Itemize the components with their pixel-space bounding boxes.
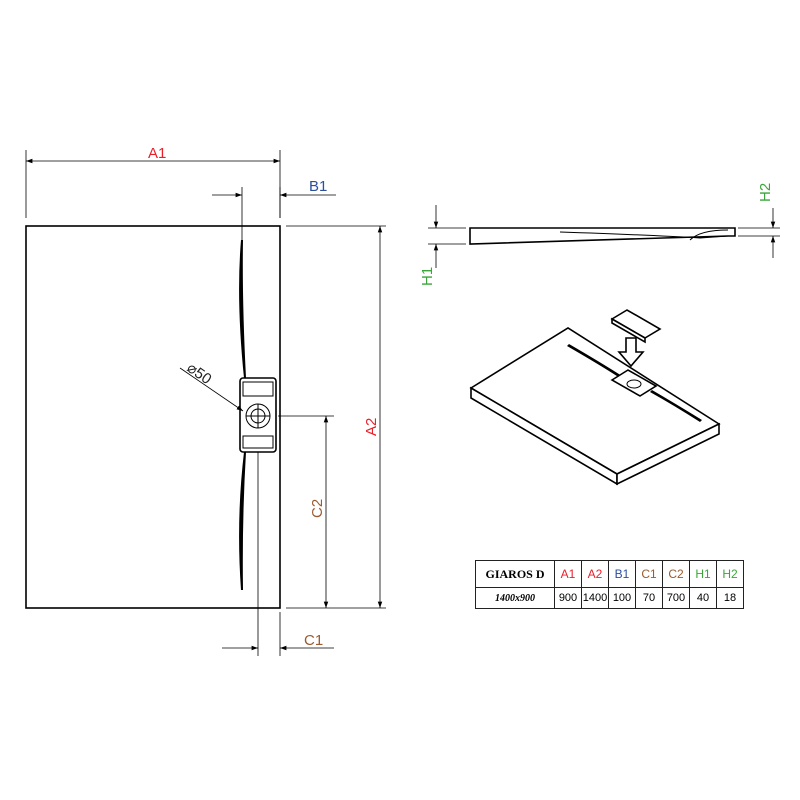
label-h2: H2 <box>757 183 774 202</box>
table-header-c1: C1 <box>635 560 663 588</box>
drain-leader <box>179 367 244 412</box>
arrow-down-icon <box>617 337 645 368</box>
label-a1: A1 <box>148 145 166 162</box>
table-header-row: GIAROS D A1 A2 B1 C1 C2 H1 H2 <box>475 560 744 588</box>
table-header-a2: A2 <box>581 560 609 588</box>
table-header-a1: A1 <box>554 560 582 588</box>
table-cell-a1: 900 <box>554 587 582 609</box>
label-c1: C1 <box>304 632 323 649</box>
top-view: A1 B1 A2 C2 C1 ⌀50 <box>25 145 386 656</box>
table-size: 1400x900 <box>475 587 555 609</box>
label-c2: C2 <box>309 499 326 518</box>
iso-channel <box>567 344 622 378</box>
tray-profile <box>469 227 736 245</box>
drain-channel-lower <box>239 452 246 590</box>
iso-right-face <box>616 422 720 486</box>
label-b1: B1 <box>309 178 327 195</box>
profile-drain <box>689 229 729 241</box>
table-cell-c1: 70 <box>635 587 663 609</box>
table-cell-c2: 700 <box>662 587 690 609</box>
label-h1: H1 <box>419 267 436 286</box>
isometric-view <box>469 309 721 486</box>
table-cell-h2: 18 <box>716 587 744 609</box>
spec-table: GIAROS D A1 A2 B1 C1 C2 H1 H2 1400x900 9… <box>475 560 744 609</box>
iso-drain <box>610 369 658 397</box>
table-cell-a2: 1400 <box>581 587 609 609</box>
table-header-h2: H2 <box>716 560 744 588</box>
drain-top-bar <box>242 381 274 397</box>
table-header-c2: C2 <box>662 560 690 588</box>
drain-cover-icon <box>626 379 642 389</box>
drain-bottom-bar <box>242 435 274 449</box>
table-model: GIAROS D <box>475 560 555 588</box>
table-header-b1: B1 <box>608 560 636 588</box>
table-header-h1: H1 <box>689 560 717 588</box>
table-row: 1400x900 900 1400 100 70 700 40 18 <box>475 587 744 609</box>
tray-outline <box>25 225 281 609</box>
drain-channel-upper <box>239 240 246 378</box>
label-a2: A2 <box>363 418 380 436</box>
table-cell-b1: 100 <box>608 587 636 609</box>
side-view: H1 H2 <box>419 183 780 286</box>
table-cell-h1: 40 <box>689 587 717 609</box>
